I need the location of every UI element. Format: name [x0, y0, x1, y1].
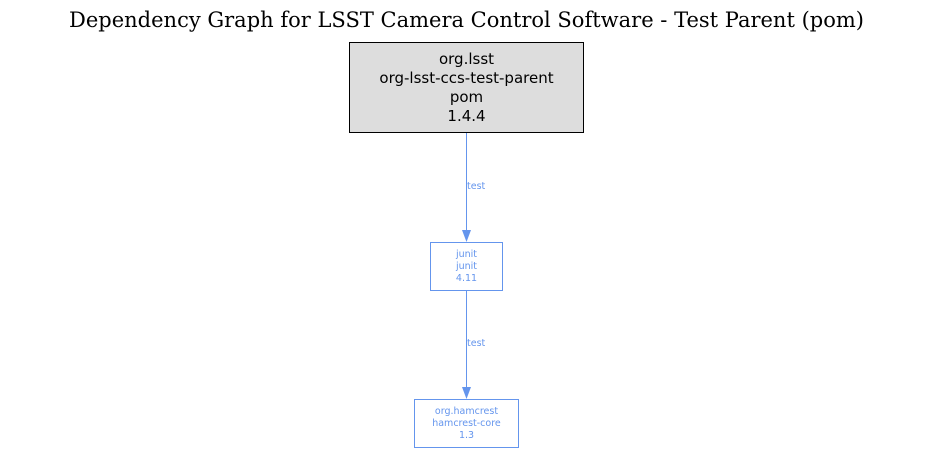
- node-group: org.lsst: [438, 49, 495, 68]
- node-version: 4.11: [455, 272, 478, 284]
- graph-title: Dependency Graph for LSST Camera Control…: [69, 8, 864, 32]
- node-org-lsst-ccs-test-parent[interactable]: org.lsst org-lsst-ccs-test-parent pom 1.…: [349, 42, 584, 133]
- node-hamcrest-core[interactable]: org.hamcrest hamcrest-core 1.3: [414, 399, 519, 448]
- node-version: 1.3: [458, 429, 475, 441]
- node-group: org.hamcrest: [434, 405, 499, 417]
- edge-label-junit-hamcrest: test: [467, 338, 486, 349]
- node-group: junit: [455, 248, 478, 260]
- arrowhead-junit: [462, 230, 471, 242]
- node-artifact: junit: [455, 260, 478, 272]
- node-artifact: hamcrest-core: [432, 417, 501, 429]
- node-junit[interactable]: junit junit 4.11: [430, 242, 503, 291]
- arrowhead-hamcrest: [462, 387, 471, 399]
- node-artifact: org-lsst-ccs-test-parent: [379, 68, 554, 87]
- node-version: 1.4.4: [447, 106, 486, 125]
- edge-label-root-junit: test: [467, 181, 486, 192]
- node-type: pom: [449, 87, 484, 106]
